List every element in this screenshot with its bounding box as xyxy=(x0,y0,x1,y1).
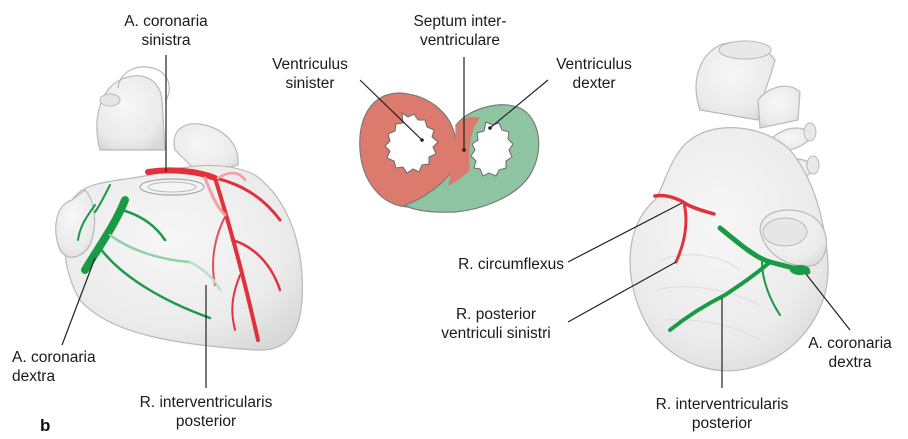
anterior-heart xyxy=(56,55,303,388)
label-anterior-right-coronary: A. coronaria dextra xyxy=(12,348,142,386)
label-posterior-circumflex: R. circumflexus xyxy=(420,255,564,274)
panel-label: b xyxy=(40,416,50,436)
ventricle-cross-section xyxy=(360,57,548,212)
label-anterior-left-coronary: A. coronaria sinistra xyxy=(110,12,222,50)
label-section-septum: Septum inter- ventriculare xyxy=(398,12,522,50)
label-anterior-interventricular: R. interventricularis posterior xyxy=(120,393,292,431)
label-posterior-right-coronary: A. coronaria dextra xyxy=(800,334,900,372)
label-posterior-interventricular: R. interventricularis posterior xyxy=(636,395,808,433)
anterior-right-atrium xyxy=(56,190,95,257)
anterior-aortic-ring xyxy=(140,179,204,195)
anterior-vessel-opening xyxy=(100,94,120,106)
label-posterior-lv-branch: R. posterior ventriculi sinistri xyxy=(424,305,568,343)
label-section-lv: Ventriculus sinister xyxy=(262,55,358,93)
anterior-aorta xyxy=(97,76,165,150)
label-section-rv: Ventriculus dexter xyxy=(546,55,642,93)
